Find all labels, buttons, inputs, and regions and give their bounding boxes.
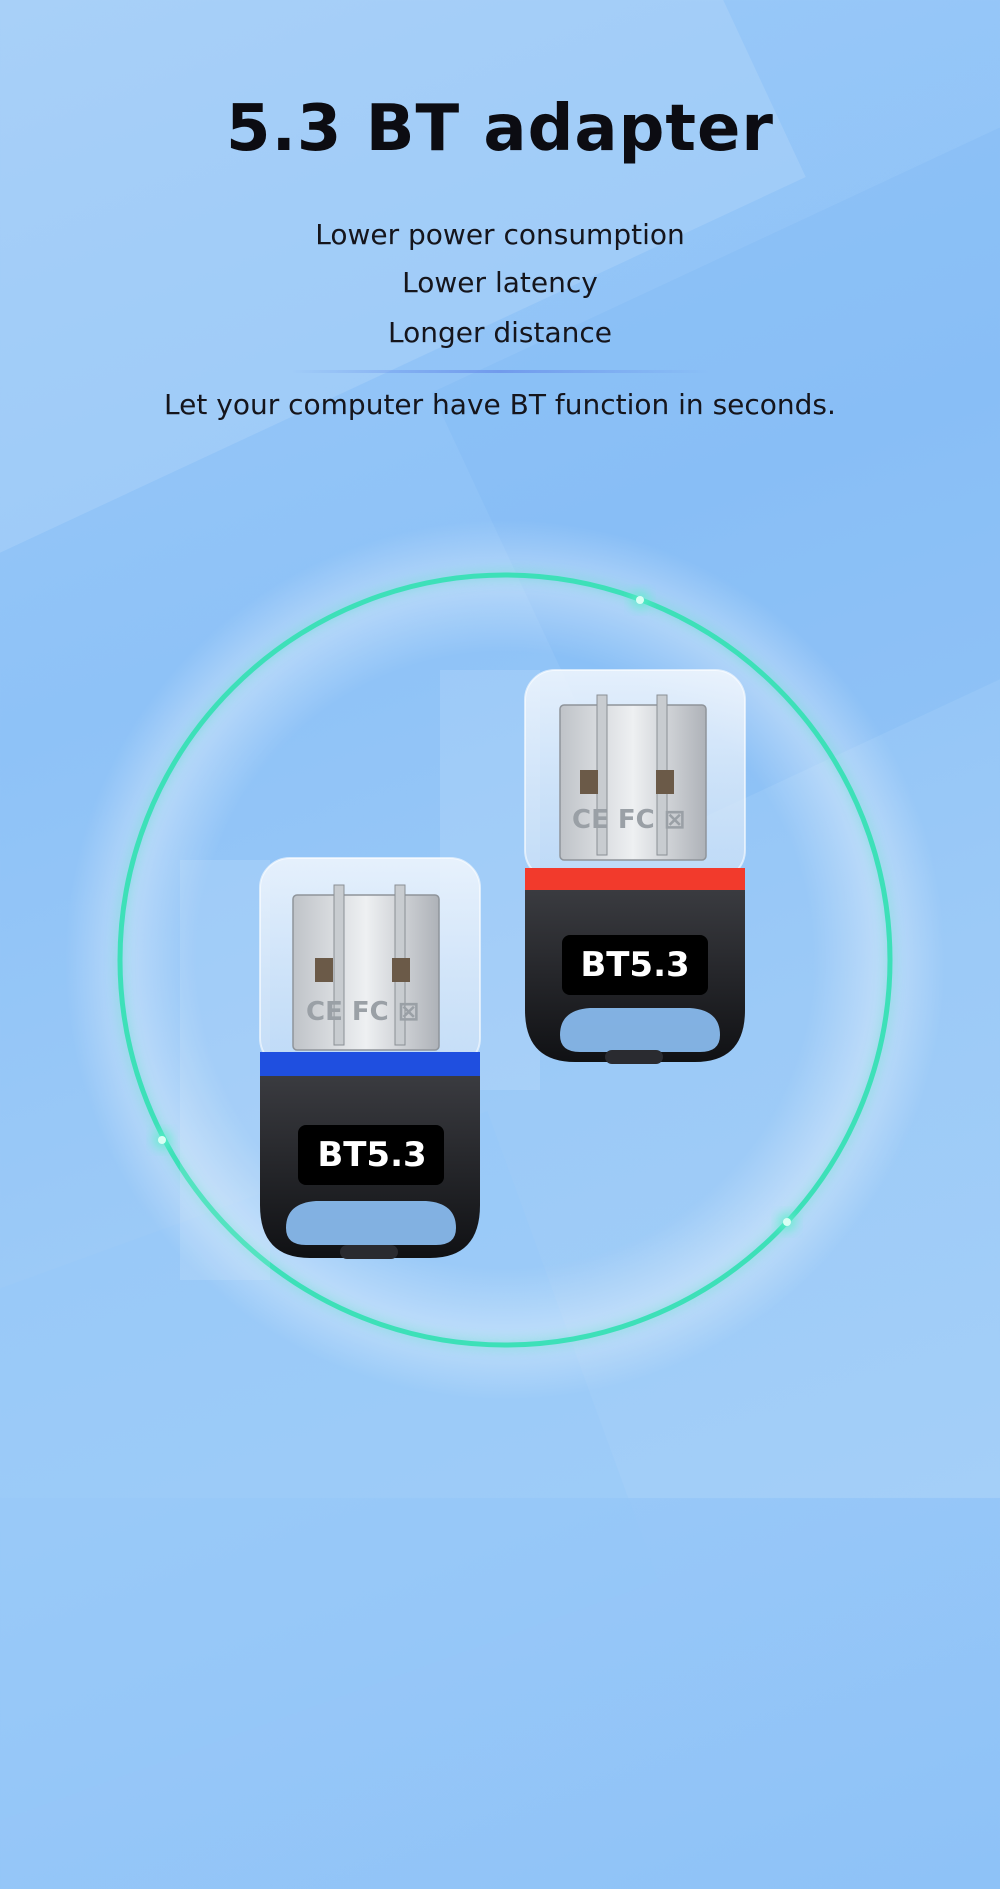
label-plate (298, 1125, 444, 1185)
tagline: Let your computer have BT function in se… (164, 388, 836, 421)
usb-contact (656, 770, 674, 794)
feature-power: Lower power consumption (315, 218, 685, 251)
accent-ring (525, 868, 745, 894)
lanyard-hole (560, 1008, 720, 1052)
page-title: 5.3 BT adapter (226, 92, 774, 166)
feature-latency: Lower latency (402, 266, 598, 299)
usb-pin (333, 884, 345, 1046)
divider-line (290, 370, 710, 373)
usb-contact (392, 958, 410, 982)
feature-distance: Longer distance (387, 316, 613, 349)
accent-ring (260, 1052, 480, 1080)
bt-dongle-blue: CE FC ⊠ BT5.3 (259, 857, 481, 1259)
label-plate (562, 935, 708, 995)
usb-contact (315, 958, 333, 982)
motion-trail (180, 860, 270, 1280)
bt-dongle-red: CE FC ⊠ BT5.3 (524, 669, 746, 1064)
lanyard-hole (286, 1201, 456, 1245)
ring-spark (636, 596, 644, 604)
ring-spark (783, 1218, 791, 1226)
dongle-label: BT5.3 (317, 1135, 426, 1175)
usb-contact (580, 770, 598, 794)
product-illustration: CE FC ⊠ BT5.3 CE FC ⊠ BT5.3 (65, 520, 945, 1400)
dongle-foot (340, 1245, 398, 1259)
cert-marks: CE FC ⊠ (572, 805, 686, 835)
ring (117, 572, 893, 1348)
cert-marks: CE FC ⊠ (306, 997, 420, 1027)
dongle-foot (605, 1050, 663, 1064)
dongle-label: BT5.3 (580, 945, 689, 985)
ring-spark (158, 1136, 166, 1144)
